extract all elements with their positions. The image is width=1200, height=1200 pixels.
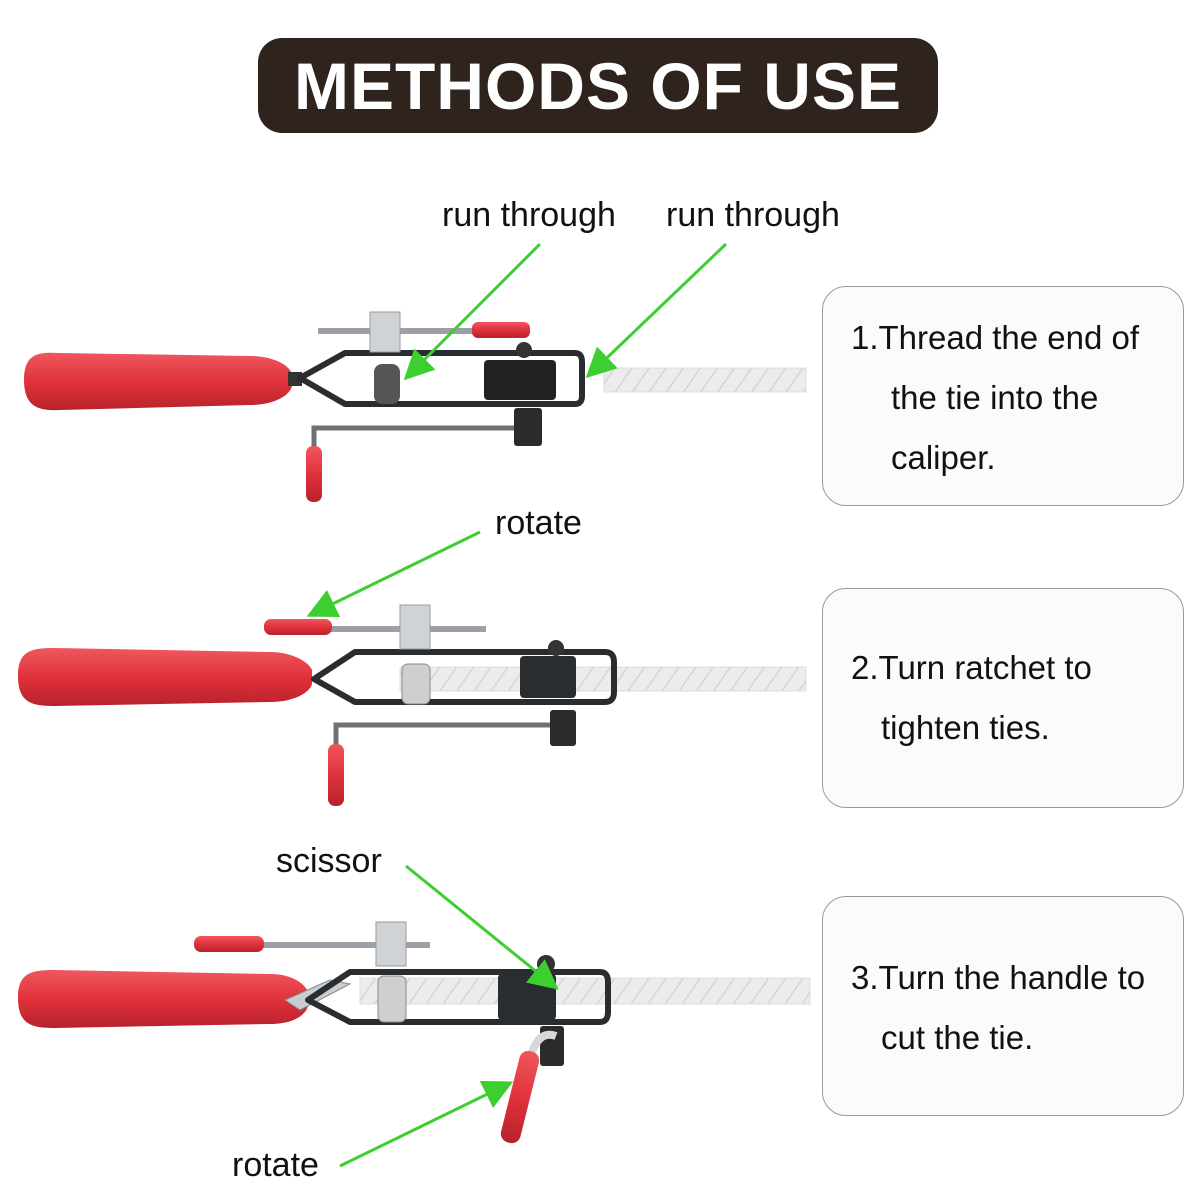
strap	[359, 977, 811, 1005]
step-3-box: 3.Turn the handle to cut the tie.	[822, 896, 1184, 1116]
ratchet-bolt	[516, 342, 532, 358]
label-rotate-2: rotate	[232, 1146, 319, 1184]
step-1-line-3: caliper.	[891, 439, 996, 476]
arrow-scissor	[405, 864, 559, 990]
frame	[311, 649, 617, 705]
label-scissor: scissor	[276, 842, 382, 880]
step-1-line-1: 1.Thread the end of	[851, 319, 1140, 356]
arrow-rotate-2	[339, 1081, 514, 1168]
handle	[24, 352, 292, 411]
step-1-box: 1.Thread the end of the tie into the cal…	[822, 286, 1184, 506]
t-bar-cap	[194, 936, 264, 952]
tool-2	[18, 530, 807, 806]
t-bar	[318, 328, 488, 334]
step-2-line-1: 2.Turn ratchet to	[851, 649, 1092, 686]
crank-rod	[528, 1030, 558, 1054]
title-banner: METHODS OF USE	[258, 38, 938, 133]
t-bar-cap	[472, 322, 530, 338]
roller	[401, 663, 431, 705]
step-3-line-2: cut the tie.	[881, 1019, 1034, 1056]
crank-grip	[328, 744, 344, 806]
label-run-through-1: run through	[442, 196, 616, 234]
label-run-through-2: run through	[666, 196, 840, 234]
label-rotate-1: rotate	[495, 504, 582, 542]
t-bar-nut	[369, 311, 401, 353]
t-bar-nut	[375, 921, 407, 967]
page-title: METHODS OF USE	[293, 48, 903, 123]
step-3-line-1: 3.Turn the handle to	[851, 959, 1146, 996]
tool-1	[24, 242, 807, 502]
ratchet-block	[484, 360, 556, 400]
arrow-rotate-1	[306, 530, 481, 617]
arrow-run-through-2	[585, 242, 728, 379]
crank-block	[514, 408, 542, 446]
ratchet-bolt	[548, 640, 564, 656]
handle	[18, 648, 312, 706]
strap	[399, 666, 807, 692]
crank-rod	[333, 722, 568, 746]
frame	[297, 350, 585, 407]
crank-grip	[500, 1050, 540, 1144]
t-bar	[290, 626, 486, 632]
roller	[377, 975, 407, 1023]
t-bar	[230, 942, 430, 948]
step-2-box: 2.Turn ratchet to tighten ties.	[822, 588, 1184, 808]
handle	[18, 970, 308, 1028]
strap	[603, 367, 807, 393]
crank-grip	[306, 446, 322, 502]
crank-rod	[311, 425, 540, 450]
ratchet-bolt	[537, 955, 555, 973]
ratchet-block	[520, 656, 576, 698]
t-bar-nut	[399, 604, 431, 650]
crank-block	[550, 710, 576, 746]
step-2-line-2: tighten ties.	[881, 709, 1050, 746]
roller	[374, 364, 400, 404]
tool-3	[18, 864, 811, 1168]
step-1-line-2: the tie into the	[891, 379, 1099, 416]
t-bar-cap	[264, 619, 332, 635]
arrow-run-through-1	[403, 242, 542, 381]
frame	[305, 969, 611, 1025]
